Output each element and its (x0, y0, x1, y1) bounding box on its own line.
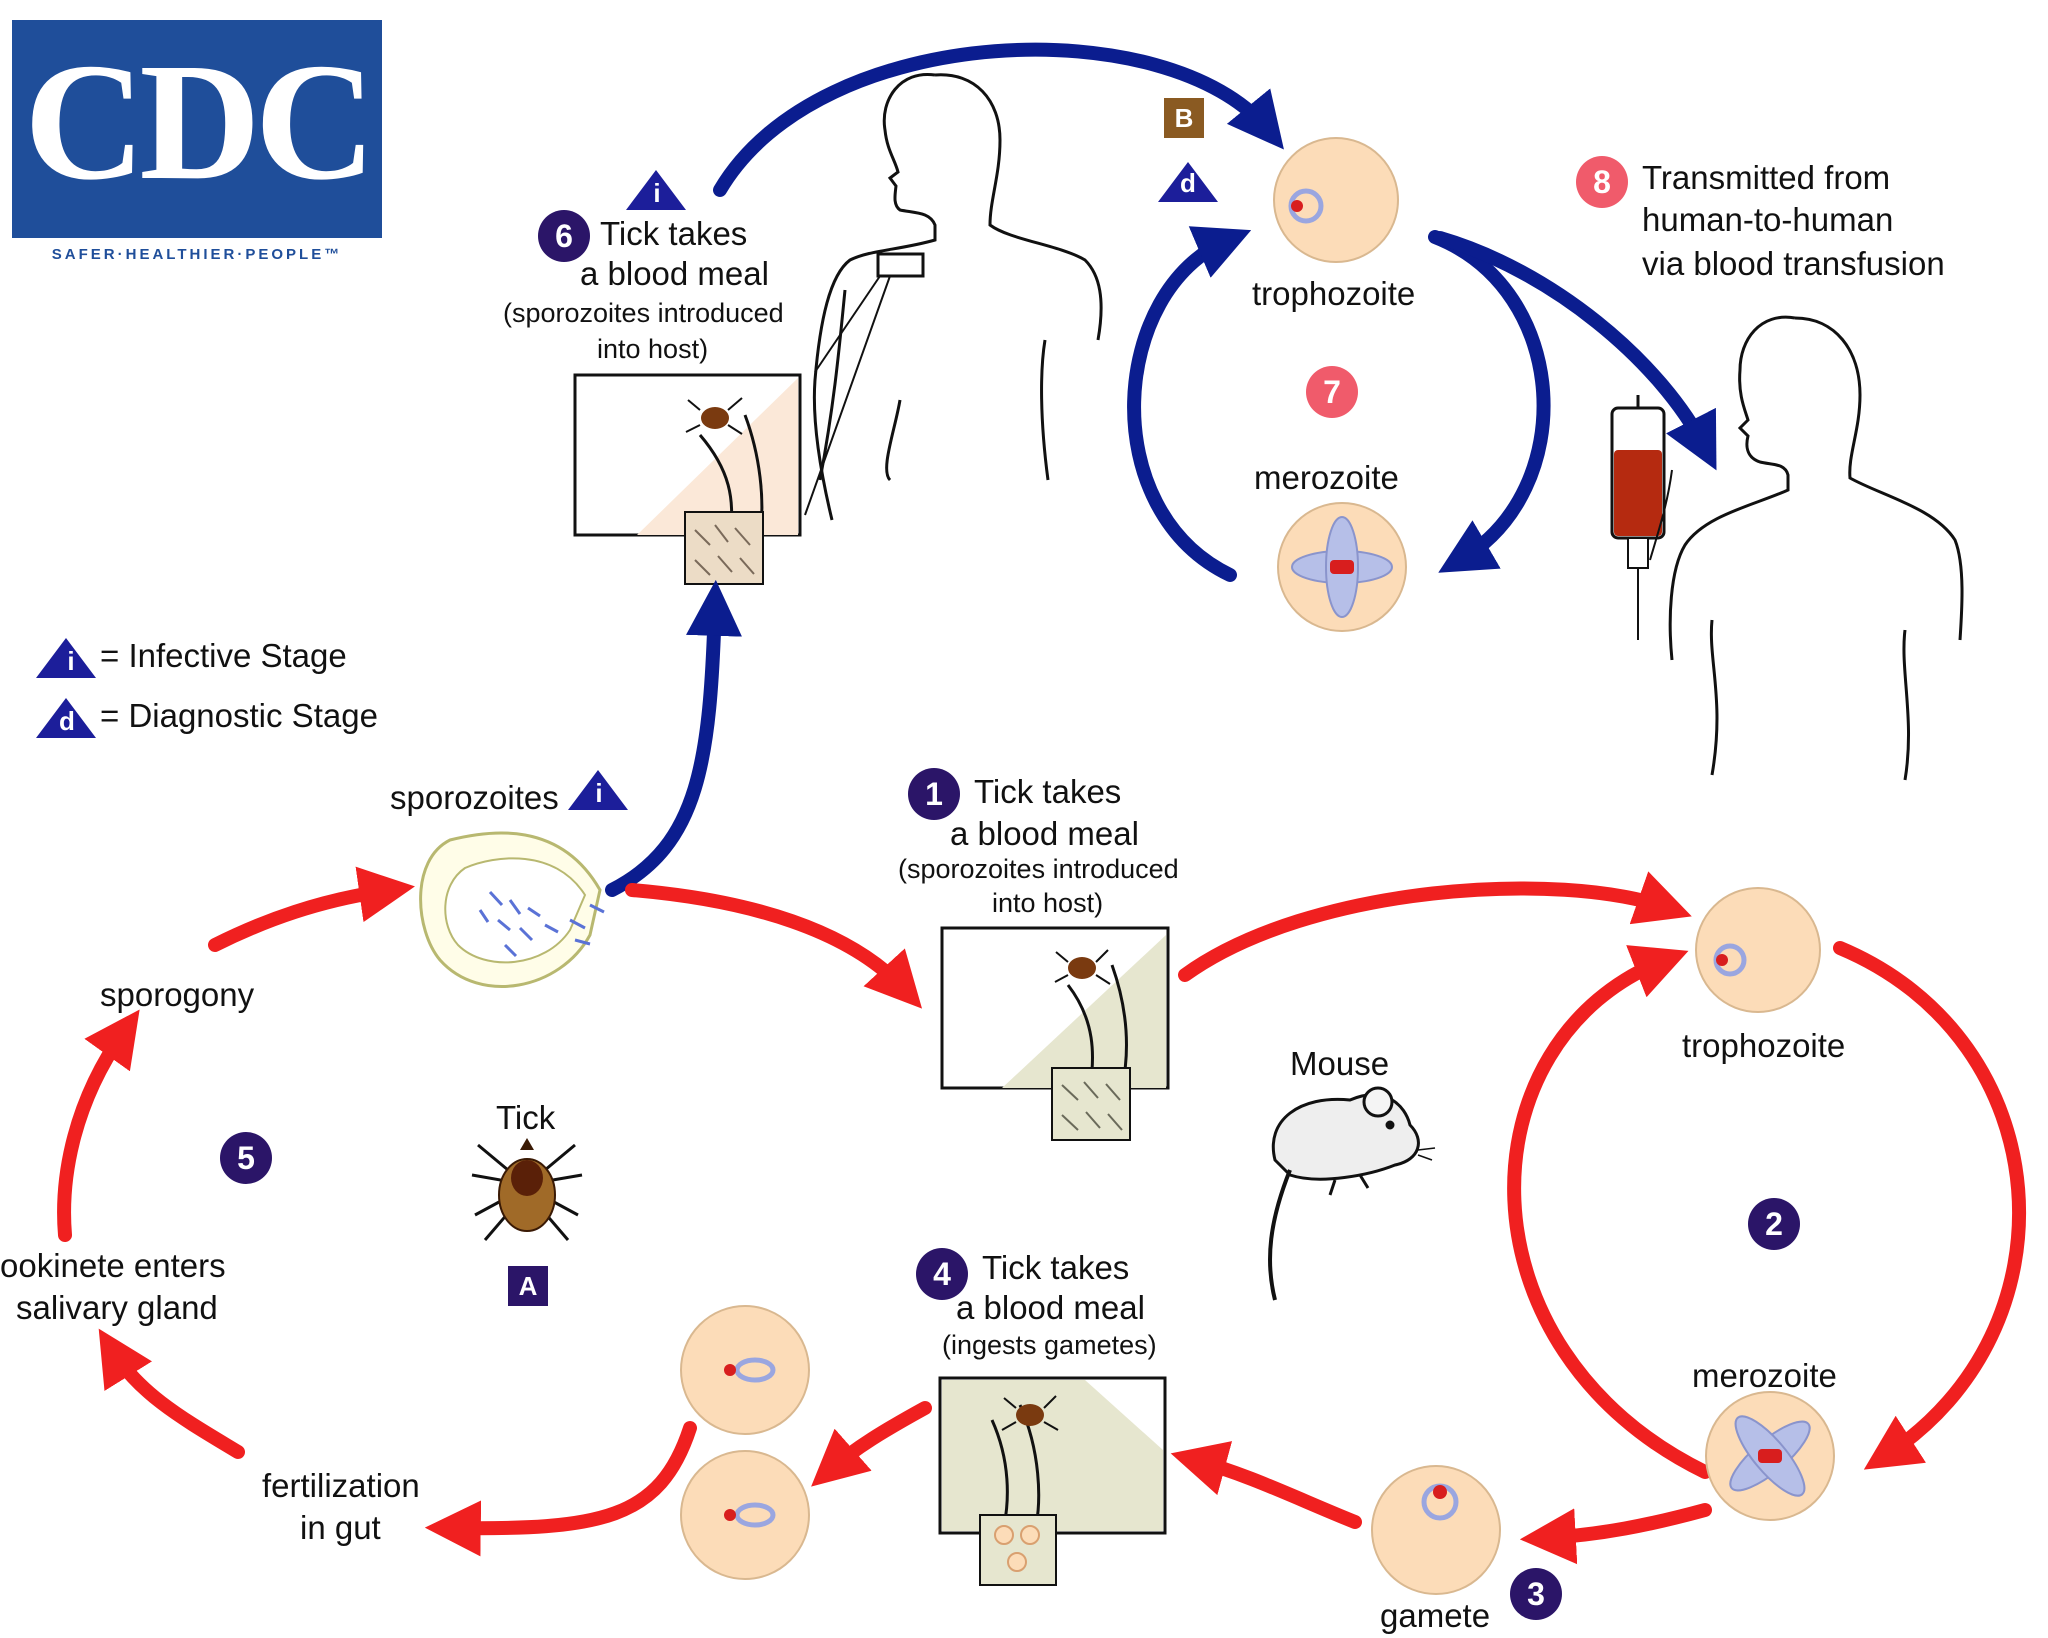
arrow-ookinete-to-fertilization (424, 1421, 697, 1557)
step1-line1: Tick takes (974, 773, 1122, 810)
host-marker-b: B (1164, 98, 1204, 138)
human-body-outline-2 (1668, 315, 1964, 781)
tick-drawing (471, 1138, 583, 1241)
legend-triangles (36, 638, 96, 738)
ookinete-line1: ookinete enters (0, 1247, 226, 1284)
human-trophozoite-label: trophozoite (1252, 275, 1416, 312)
legend-infective-symbol: i (67, 646, 75, 676)
step3-badge: 3 (1510, 1568, 1562, 1620)
diagnostic-marker-d: d (1180, 168, 1196, 198)
gamete-label: gamete (1380, 1597, 1491, 1634)
infective-marker-sporozoites (568, 770, 628, 810)
legend-infective-text: = Infective Stage (100, 637, 347, 674)
legend-diagnostic-text: = Diagnostic Stage (100, 697, 378, 734)
arrow-ookinete-enters-to-sporogony (57, 1009, 140, 1242)
arrow-step4-to-ookinete (811, 1401, 932, 1487)
tick-label: Tick (496, 1099, 556, 1136)
step5-badge: 5 (220, 1132, 272, 1184)
step4-line2: a blood meal (956, 1289, 1145, 1326)
step8-line2: human-to-human (1642, 201, 1894, 238)
arrow-merozoite-to-trophozoite-mouse (1507, 945, 1712, 1479)
step6-line1: Tick takes (600, 215, 748, 252)
cdc-logo-word: CDC (24, 29, 376, 215)
fertilization-line2: in gut (300, 1509, 381, 1546)
step8-badge: 8 (1576, 156, 1628, 208)
step1-line2: a blood meal (950, 815, 1139, 852)
step2-badge: 2 (1748, 1198, 1800, 1250)
diagnostic-marker-human (1158, 162, 1218, 202)
bite-site-box (876, 252, 925, 278)
mouse-merozoite-label: merozoite (1692, 1357, 1837, 1394)
ookinete-cell-upper (680, 1305, 810, 1435)
mouse-trophozoite-label: trophozoite (1682, 1027, 1846, 1064)
fertilization-line1: fertilization (262, 1467, 420, 1504)
arrow-sporogony-to-sporozoites (208, 866, 415, 952)
step6-note1: (sporozoites introduced (503, 298, 784, 328)
arrow-merozoite-to-trophozoite (1127, 226, 1252, 582)
human-merozoite-cell (1277, 502, 1407, 632)
arrow-merozoite-to-gamete (1519, 1503, 1712, 1565)
cdc-logo-box: CDC (12, 20, 382, 238)
mouse-label: Mouse (1290, 1045, 1390, 1082)
arrow-sporozoites-to-human (605, 579, 742, 897)
sporozoites-sac (419, 831, 605, 988)
arrow-to-transfusion-host (1433, 231, 1717, 471)
mouse-merozoite-cell (1705, 1391, 1835, 1521)
step1-note1: (sporozoites introduced (898, 854, 1179, 884)
sporogony-label: sporogony (100, 976, 255, 1013)
step7-badge: 7 (1306, 366, 1358, 418)
step4-badge: 4 (916, 1248, 968, 1300)
arrow-fertilization-to-ookinete-enters (98, 1328, 245, 1459)
tick-bite-inset-human (573, 373, 802, 585)
arrow-sporozoites-to-step1 (625, 883, 923, 1009)
human-trophozoite-cell (1273, 137, 1399, 263)
mouse-trophozoite-cell (1695, 887, 1821, 1013)
step8-line3: via blood transfusion (1642, 245, 1945, 282)
step6-line2: a blood meal (580, 255, 769, 292)
human-body-outline-1 (812, 72, 1103, 521)
cdc-logo: CDC SAFER·HEALTHIER·PEOPLE™ (12, 20, 382, 268)
tick-bite-inset-mouse (940, 926, 1170, 1141)
cdc-tagline: SAFER·HEALTHIER·PEOPLE™ (51, 246, 343, 263)
ookinete-cell-lower (680, 1450, 810, 1580)
step6-note2: into host) (597, 334, 709, 364)
legend-diagnostic-symbol: d (59, 706, 75, 736)
iv-blood-bag (1610, 395, 1673, 640)
human-merozoite-label: merozoite (1254, 459, 1399, 496)
mouse-drawing (1268, 1086, 1436, 1301)
arrow-trophozoite-to-merozoite-mouse (1833, 941, 2027, 1470)
sporozoites-infective-symbol: i (595, 778, 603, 808)
gamete-cell (1371, 1465, 1501, 1595)
ookinete-line2: salivary gland (16, 1289, 218, 1326)
step4-line1: Tick takes (982, 1249, 1130, 1286)
arrow-trophozoite-to-merozoite (1428, 230, 1551, 573)
step1-badge: 1 (908, 768, 960, 820)
step6-infective-symbol: i (653, 178, 661, 208)
tick-bite-inset-gametes (938, 1376, 1167, 1586)
sporozoites-label: sporozoites (390, 779, 559, 816)
step4-note1: (ingests gametes) (942, 1330, 1157, 1360)
arrow-6-to-trophozoite (713, 42, 1284, 197)
step8-line1: Transmitted from (1642, 159, 1891, 196)
infective-marker-step6 (626, 170, 686, 210)
tick-marker-a: A (508, 1266, 548, 1306)
arrow-gamete-to-step4 (1170, 1441, 1362, 1529)
step1-note2: into host) (992, 888, 1104, 918)
step6-badge: 6 (538, 210, 590, 262)
arrow-step1-to-trophozoite (1178, 871, 1692, 982)
